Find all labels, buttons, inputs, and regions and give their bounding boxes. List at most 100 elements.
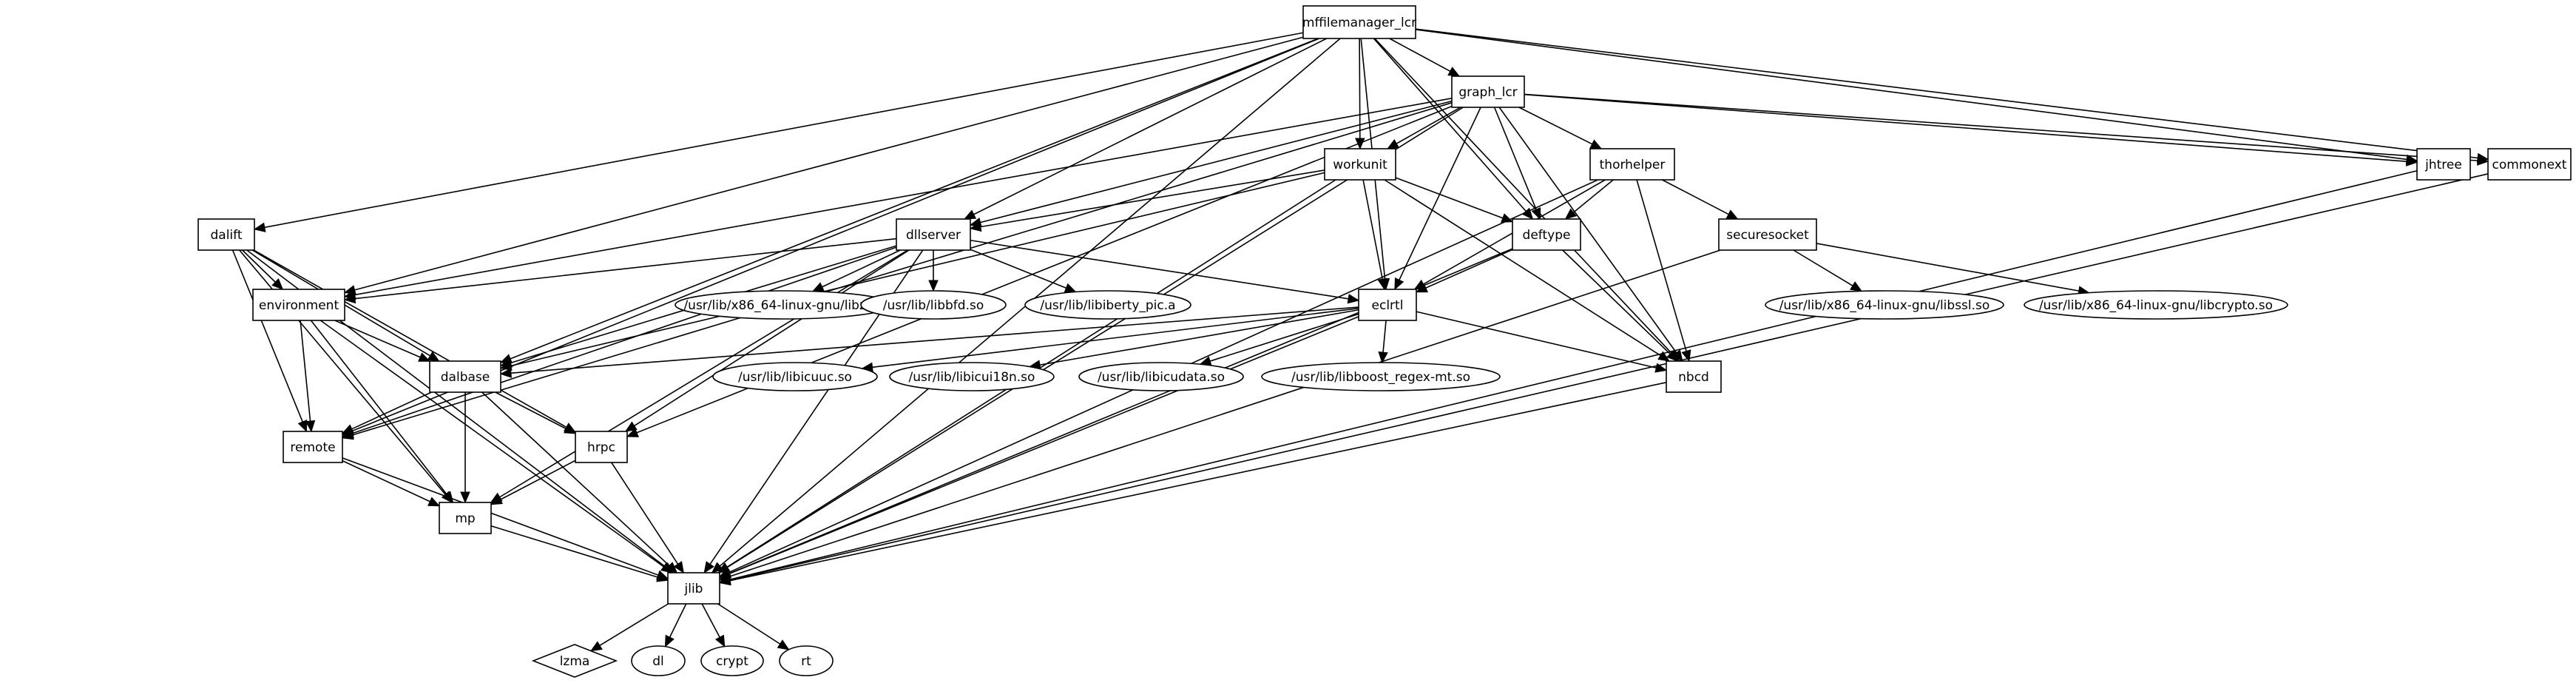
node-label: environment — [259, 298, 339, 313]
edge-line — [729, 382, 1667, 582]
node-shape — [1765, 290, 2004, 320]
edge-nbcd-to-jlib — [718, 382, 1667, 586]
node-environment: environment — [252, 289, 345, 321]
edge-remote-to-mp — [342, 460, 441, 507]
node-shape — [283, 431, 343, 463]
edge-line — [1209, 313, 1359, 362]
edge-dllserver-to-libiberty — [970, 249, 1077, 293]
edge-line — [970, 249, 1066, 289]
arrowhead — [297, 420, 308, 433]
node-remote: remote — [283, 431, 343, 463]
edge-line — [1384, 179, 1661, 357]
node-shape — [1451, 75, 1525, 108]
edge-dllserver-to-libz — [811, 249, 901, 292]
node-workunit: workunit — [1324, 148, 1396, 181]
edge-dllserver-to-eclrtl — [970, 239, 1360, 304]
arrowhead — [1564, 208, 1578, 220]
node-shape — [700, 645, 764, 676]
node-label: nbcd — [1678, 370, 1709, 385]
edge-hrpc-to-mp — [490, 460, 576, 505]
edge-line — [510, 172, 1325, 367]
edge-line — [717, 603, 781, 645]
node-shape — [779, 645, 834, 676]
edge-line — [669, 603, 687, 638]
node-crypt: crypt — [700, 645, 764, 676]
arrowhead — [564, 424, 577, 434]
edge-line — [1493, 107, 1537, 210]
node-shape — [197, 218, 255, 251]
node-label: mp — [455, 511, 475, 526]
edge-line — [1362, 179, 1384, 280]
edge-line — [701, 603, 720, 638]
arrowhead — [418, 352, 431, 362]
arrowhead — [1850, 281, 1863, 292]
edge-line — [499, 249, 908, 498]
arrowhead — [589, 641, 603, 652]
arrowhead — [499, 357, 513, 368]
node-label: eclrtl — [1372, 298, 1404, 313]
arrowhead — [305, 420, 316, 433]
arrowhead — [1347, 294, 1360, 304]
node-libssl: /usr/lib/x86_64-linux-gnu/libssl.so — [1765, 290, 2004, 320]
node-shape — [860, 290, 1007, 320]
node-label: dllserver — [906, 228, 961, 243]
node-libicudata: /usr/lib/libicudata.so — [1078, 362, 1244, 391]
arrowhead — [271, 278, 284, 290]
node-shape — [1512, 218, 1581, 251]
edge-line — [970, 239, 1349, 300]
arrowhead — [427, 497, 441, 507]
edge-mffilemanager_lcr-to-deftype — [1373, 38, 1534, 220]
edge-jlib-to-lzma — [589, 603, 669, 652]
node-shape — [1718, 218, 1817, 251]
node-label: /usr/lib/libiberty_pic.a — [1040, 298, 1175, 313]
edge-line — [510, 306, 1359, 374]
edge-dllserver-to-hrpc — [624, 249, 910, 432]
edge-line — [1636, 179, 1687, 351]
node-shape — [531, 644, 618, 678]
node-label: rt — [801, 654, 811, 669]
edge-line — [320, 320, 664, 568]
node-libboost: /usr/lib/libboost_regex-mt.so — [1261, 362, 1501, 391]
arrowhead — [969, 221, 982, 232]
edge-line — [1816, 243, 2079, 292]
arrowhead — [666, 562, 678, 573]
arrowhead — [460, 491, 470, 504]
node-jlib: jlib — [667, 572, 720, 605]
arrowhead — [624, 421, 638, 432]
edge-eclrtl-to-jlib — [718, 316, 1359, 579]
arrowhead — [777, 639, 790, 650]
node-shape — [1589, 148, 1675, 181]
node-mp: mp — [439, 502, 492, 534]
edge-line — [351, 246, 897, 434]
edge-jlib-to-crypt — [701, 603, 726, 647]
edge-line — [980, 169, 1325, 228]
edge-hrpc-to-jlib — [611, 462, 684, 574]
edge-line — [1374, 38, 1673, 354]
edge-line — [510, 38, 1319, 360]
node-shape — [896, 218, 971, 251]
edge-mffilemanager_lcr-to-dalift — [253, 32, 1304, 232]
node-shape — [889, 362, 1055, 391]
edge-eclrtl-to-libicudata — [1199, 313, 1359, 366]
edge-graph_lcr-to-eclrtl — [1394, 107, 1481, 291]
node-hrpc: hrpc — [575, 431, 628, 463]
node-label: /usr/lib/x86_64-linux-gnu/libssl.so — [1779, 298, 1990, 313]
node-dalbase: dalbase — [429, 360, 501, 393]
edge-line — [729, 249, 1721, 577]
node-libicuuc: /usr/lib/libicuuc.so — [712, 362, 878, 391]
edge-line — [481, 391, 670, 567]
edge-line — [1518, 107, 1593, 145]
node-label: jhtree — [2424, 158, 2462, 172]
edge-dalbase-to-hrpc — [495, 391, 577, 434]
edge-line — [1524, 93, 2478, 161]
edge-line — [729, 169, 2418, 581]
node-thorhelper: thorhelper — [1589, 148, 1675, 181]
node-commonext: commonext — [2487, 148, 2572, 181]
arrowhead — [656, 572, 669, 582]
node-label: dl — [652, 654, 664, 669]
arrowhead — [664, 634, 675, 647]
node-label: lzma — [560, 654, 590, 669]
edge-line — [1524, 93, 2407, 163]
edge-line — [872, 307, 1359, 369]
